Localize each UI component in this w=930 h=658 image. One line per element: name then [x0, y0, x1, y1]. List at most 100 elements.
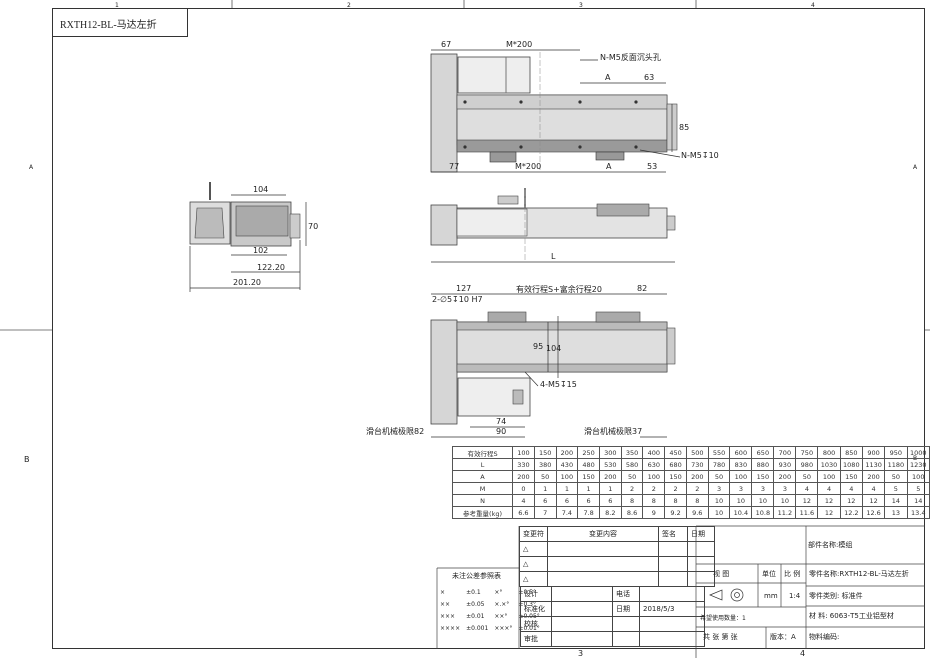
spec-cell: 750 — [795, 446, 819, 459]
spec-cell: 50 — [620, 470, 644, 483]
note-m5-15: 4-M5↧15 — [540, 380, 577, 389]
spec-cell: 8 — [664, 494, 687, 507]
spec-cell: 10 — [707, 494, 731, 507]
dim-53: 53 — [647, 162, 658, 171]
unit-label: 单位 — [762, 570, 776, 578]
spec-cell: 8 — [620, 494, 644, 507]
spec-cell: 11.6 — [795, 506, 819, 519]
dim-77: 77 — [449, 162, 460, 171]
tolerance-cell: ×× — [440, 600, 451, 608]
spec-cell: 1080 — [839, 458, 863, 471]
spec-cell: 13.4 — [906, 506, 930, 519]
note-n-m5: N-M5反面沉头孔 — [600, 53, 661, 62]
dim-104b: 104 — [546, 344, 562, 353]
spec-cell: 3 — [751, 482, 775, 495]
spec-cell: 5 — [906, 482, 930, 495]
spec-cell: 50 — [533, 470, 557, 483]
usage-qty: 希望使用数量：1 — [700, 615, 746, 622]
unit-value: mm — [764, 592, 778, 600]
spec-cell: 10.4 — [729, 506, 753, 519]
view-label: 视 图 — [713, 570, 730, 578]
approval-date-label: 日期 — [612, 601, 640, 617]
spec-cell: 950 — [884, 446, 908, 459]
note-n-m5-depth: N-M5↧10 — [681, 151, 719, 160]
rev-col-mark: 变更符 — [519, 526, 548, 542]
spec-cell: 1 — [555, 482, 579, 495]
spec-cell: 8 — [642, 494, 666, 507]
spec-cell: 3 — [729, 482, 753, 495]
spec-cell: 12.6 — [861, 506, 886, 519]
spec-cell: 100 — [729, 470, 753, 483]
spec-cell: 1 — [533, 482, 557, 495]
spec-cell: 50 — [795, 470, 819, 483]
drawing-frame — [52, 8, 925, 649]
tolerance-cell: ×××° — [494, 624, 513, 632]
spec-cell: 4 — [839, 482, 863, 495]
spec-cell: 1 — [598, 482, 622, 495]
note-limit-82: 滑台机械极限82 — [366, 427, 425, 436]
spec-cell: 2 — [642, 482, 666, 495]
spec-cell: 0 — [512, 482, 535, 495]
ruler-bottom-4: 4 — [800, 649, 806, 658]
ruler-left-b: B — [24, 455, 30, 464]
spec-cell: 550 — [707, 446, 731, 459]
approval-check: 校核 — [520, 616, 552, 632]
spec-cell: 3 — [707, 482, 731, 495]
spec-cell: 780 — [707, 458, 731, 471]
ruler-left-a: A — [29, 164, 34, 171]
approval-tel: 电话 — [612, 586, 640, 602]
spec-cell: 10 — [707, 506, 731, 519]
spec-cell: 10 — [773, 494, 797, 507]
spec-cell: 10 — [729, 494, 753, 507]
spec-cell: 200 — [685, 470, 709, 483]
spec-cell: 2 — [620, 482, 644, 495]
dim-82: 82 — [637, 284, 648, 293]
spec-cell: 4 — [512, 494, 535, 507]
spec-cell: 12 — [817, 494, 841, 507]
tolerance-cell: ××° — [494, 612, 508, 620]
ruler-top-3: 3 — [579, 2, 583, 9]
dim-67: 67 — [441, 40, 452, 49]
spec-cell: 9.6 — [685, 506, 709, 519]
dim-m200-top: M*200 — [506, 40, 533, 49]
dim-102: 102 — [253, 246, 269, 255]
spec-cell: 800 — [817, 446, 841, 459]
spec-cell: 100 — [642, 470, 666, 483]
dim-m200-bottom: M*200 — [515, 162, 542, 171]
part-group: 部件名称:模组 — [808, 541, 853, 549]
dim-95: 95 — [533, 342, 544, 351]
sheet-count: 共 张 第 张 — [703, 633, 738, 641]
spec-row-label: N — [451, 494, 514, 507]
tolerance-cell: ××× — [440, 612, 456, 620]
ruler-top-1: 1 — [115, 2, 119, 9]
note-pin-hole: 2-∅5↧10 H7 — [432, 295, 483, 304]
dim-a-bottom: A — [606, 162, 612, 171]
spec-cell: 6 — [598, 494, 622, 507]
front-view — [430, 188, 676, 263]
spec-cell: 250 — [577, 446, 600, 459]
spec-cell: 530 — [598, 458, 622, 471]
spec-cell: 200 — [512, 470, 535, 483]
spec-cell: 11.2 — [773, 506, 797, 519]
spec-cell: 1130 — [861, 458, 886, 471]
dim-122-20: 122.20 — [257, 263, 285, 272]
spec-cell: 500 — [685, 446, 709, 459]
spec-cell: 9.2 — [664, 506, 687, 519]
revision-table: 变更符 变更内容 签名 日期 △ △ △ — [519, 526, 715, 587]
spec-cell: 630 — [642, 458, 666, 471]
spec-cell: 4 — [817, 482, 841, 495]
dim-63: 63 — [644, 73, 655, 82]
spec-cell: 330 — [512, 458, 535, 471]
spec-cell: 14 — [884, 494, 908, 507]
rev-mark: △ — [519, 556, 548, 572]
tolerance-cell: × — [440, 588, 446, 596]
tolerance-cell: ±0.1 — [466, 588, 481, 596]
spec-cell: 2 — [685, 482, 709, 495]
spec-cell: 380 — [533, 458, 557, 471]
spec-cell: 350 — [620, 446, 644, 459]
spec-cell: 480 — [577, 458, 600, 471]
